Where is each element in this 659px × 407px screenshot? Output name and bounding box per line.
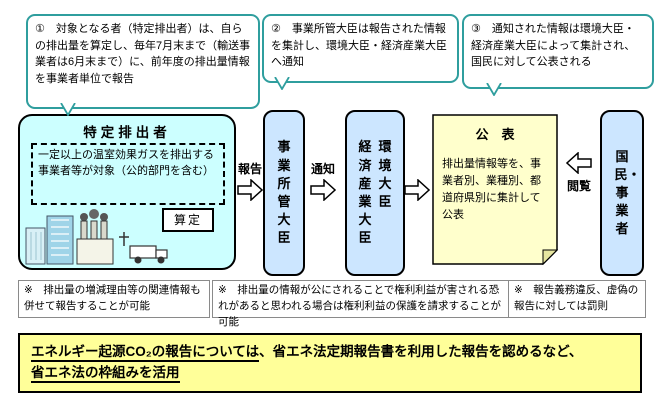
designated-emitter-title: 特定排出者 [83,125,171,140]
callout-step1: ① 対象となる者（特定排出者）は、自らの排出量を算定し、毎年7月末まで（輸送事業… [26,14,260,109]
econ-minister-label: 経済産業大臣 [358,139,372,246]
publish-arrow-icon [404,179,430,201]
env-minister-label: 環境大臣 [378,139,392,209]
publication-box: 公 表 排出量情報等を、事業者別、業種別、都道府県別に集計して公表 [432,114,558,265]
publication-body: 排出量情報等を、事業者別、業種別、都道府県別に集計して公表 [442,158,541,222]
banner-tail-underlined: 省エネ法の枠組みを活用 [31,364,180,383]
publication-note-shape [432,114,558,265]
notify-arrow-icon [310,179,336,201]
callout-step3-pointer-icon [486,83,502,96]
callout-step2-pointer-icon [274,77,290,90]
citizens-businesses-box: 国民・事業者 [600,110,644,276]
notify-arrow-label: 通知 [310,162,335,176]
citizens-businesses-label: 国民・事業者 [614,148,641,237]
report-arrow-label: 報告 [237,162,262,176]
footnote-related-info: ※ 排出量の増減理由等の関連情報も併せて報告することが可能 [18,280,210,318]
designated-emitter-box: 特定排出者 一定以上の温室効果ガスを排出する事業者等が対象（公的部門を含む） 算… [18,114,236,270]
report-arrow-icon [237,179,263,201]
footnote-rights-protection: ※ 排出量の情報が公にされることで権利利益が害される恐れがあると思われる場合は権… [212,280,510,328]
emitter-illustration [25,209,168,265]
emitter-scope-note: 一定以上の温室効果ガスを排出する事業者等が対象（公的部門を含む） [31,143,225,205]
calculation-label-box: 算定 [162,208,214,232]
callout-step2: ② 事業所管大臣は報告された情報を集計し、環境大臣・経済産業大臣へ通知 [262,14,459,83]
env-econ-minister-box: 経済産業大臣 環境大臣 [345,110,405,276]
competent-minister-box: 事業所管大臣 [263,110,305,276]
publication-title: 公 表 [475,127,515,142]
banner-middle: 、省エネ法定期報告書を利用した報告を認めるなど、 [259,344,583,359]
banner-lead-underlined: エネルギー起源CO₂の報告については [31,344,260,362]
footnote-penalty: ※ 報告義務違反、虚偽の報告に対しては罰則 [508,280,646,318]
callout-step1-pointer-icon [60,103,76,116]
energy-co2-reporting-banner: エネルギー起源CO₂の報告については、省エネ法定期報告書を利用した報告を認めるな… [18,333,642,393]
competent-minister-label: 事業所管大臣 [277,139,291,246]
view-arrow-label: 閲覧 [566,179,591,193]
view-arrow-icon [566,152,592,174]
callout-step3: ③ 通知された情報は環境大臣・経済産業大臣によって集計され、国民に対して公表され… [462,14,654,89]
